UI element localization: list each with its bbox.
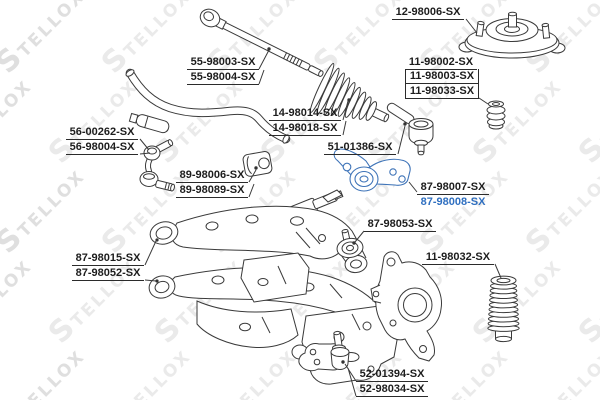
watermark-tile: STELLOX — [0, 248, 39, 351]
part-label-14-98018-sx[interactable]: 14-98018-SX — [269, 121, 341, 136]
watermark-tile: STELLOX — [0, 338, 92, 400]
dust-boot-drawing — [487, 275, 520, 343]
part-label-51-01386-sx[interactable]: 51-01386-SX — [324, 140, 396, 155]
part-label-87-98053-sx[interactable]: 87-98053-SX — [364, 217, 436, 232]
watermark-tile: STELLOX — [0, 68, 39, 171]
watermark-tile: STELLOX — [0, 158, 92, 261]
part-label-11-98003-sx[interactable]: 11-98003-SX — [405, 69, 479, 84]
part-label-56-98004-sx[interactable]: 56-98004-SX — [66, 140, 138, 155]
watermark-tile: STELLOX — [0, 0, 92, 81]
part-label-87-98015-sx[interactable]: 87-98015-SX — [72, 251, 144, 266]
subframe-upper-arm-drawing — [149, 205, 358, 260]
stabilizer-bushing-drawing — [242, 151, 273, 177]
arm-bushing-drawing — [336, 229, 368, 274]
strut-mount-drawing — [458, 11, 566, 59]
part-label-11-98032-sx[interactable]: 11-98032-SX — [422, 250, 494, 265]
watermark-tile: STELLOX — [519, 158, 600, 261]
part-label-11-98033-sx[interactable]: 11-98033-SX — [405, 84, 479, 99]
part-label-11-98002-sx[interactable]: 11-98002-SX — [405, 55, 477, 70]
part-label-12-98006-sx[interactable]: 12-98006-SX — [392, 5, 464, 20]
leader-lines — [139, 18, 502, 397]
part-label-56-00262-sx[interactable]: 56-00262-SX — [66, 125, 138, 140]
part-label-89-98089-sx[interactable]: 89-98089-SX — [176, 183, 248, 198]
stabilizer-bar-drawing — [125, 68, 291, 144]
part-label-55-98003-sx[interactable]: 55-98003-SX — [187, 55, 259, 70]
watermark-tile: STELLOX — [95, 0, 198, 81]
part-label-55-98004-sx[interactable]: 55-98004-SX — [187, 70, 259, 85]
watermark-tile: STELLOX — [572, 68, 600, 171]
part-label-52-01394-sx[interactable]: 52-01394-SX — [356, 367, 428, 382]
inner-tie-rod-drawing — [199, 8, 324, 77]
steering-knuckle-drawing — [370, 251, 442, 362]
part-label-87-98008-sx-highlighted[interactable]: 87-98008-SX — [420, 196, 486, 208]
tie-rod-end-drawing — [386, 102, 434, 156]
watermark-tile: STELLOX — [42, 68, 145, 171]
part-label-89-98006-sx[interactable]: 89-98006-SX — [176, 168, 248, 183]
watermark-tile: STELLOX — [572, 248, 600, 351]
part-label-87-98007-sx[interactable]: 87-98007-SX — [417, 180, 489, 195]
stabilizer-link-drawing — [139, 139, 175, 192]
ball-joint-drawing — [291, 330, 350, 372]
watermark-tile: STELLOX — [413, 158, 516, 261]
part-label-14-98014-sx[interactable]: 14-98014-SX — [269, 106, 341, 121]
control-arm-bracket-highlighted-drawing — [333, 148, 411, 192]
watermark-tile: STELLOX — [466, 68, 569, 171]
watermark-tile: STELLOX — [519, 338, 600, 400]
part-label-87-98052-sx[interactable]: 87-98052-SX — [72, 266, 144, 281]
part-label-52-98034-sx[interactable]: 52-98034-SX — [356, 382, 428, 397]
bump-stop-drawing — [486, 100, 506, 130]
watermark-tile: STELLOX — [95, 338, 198, 400]
